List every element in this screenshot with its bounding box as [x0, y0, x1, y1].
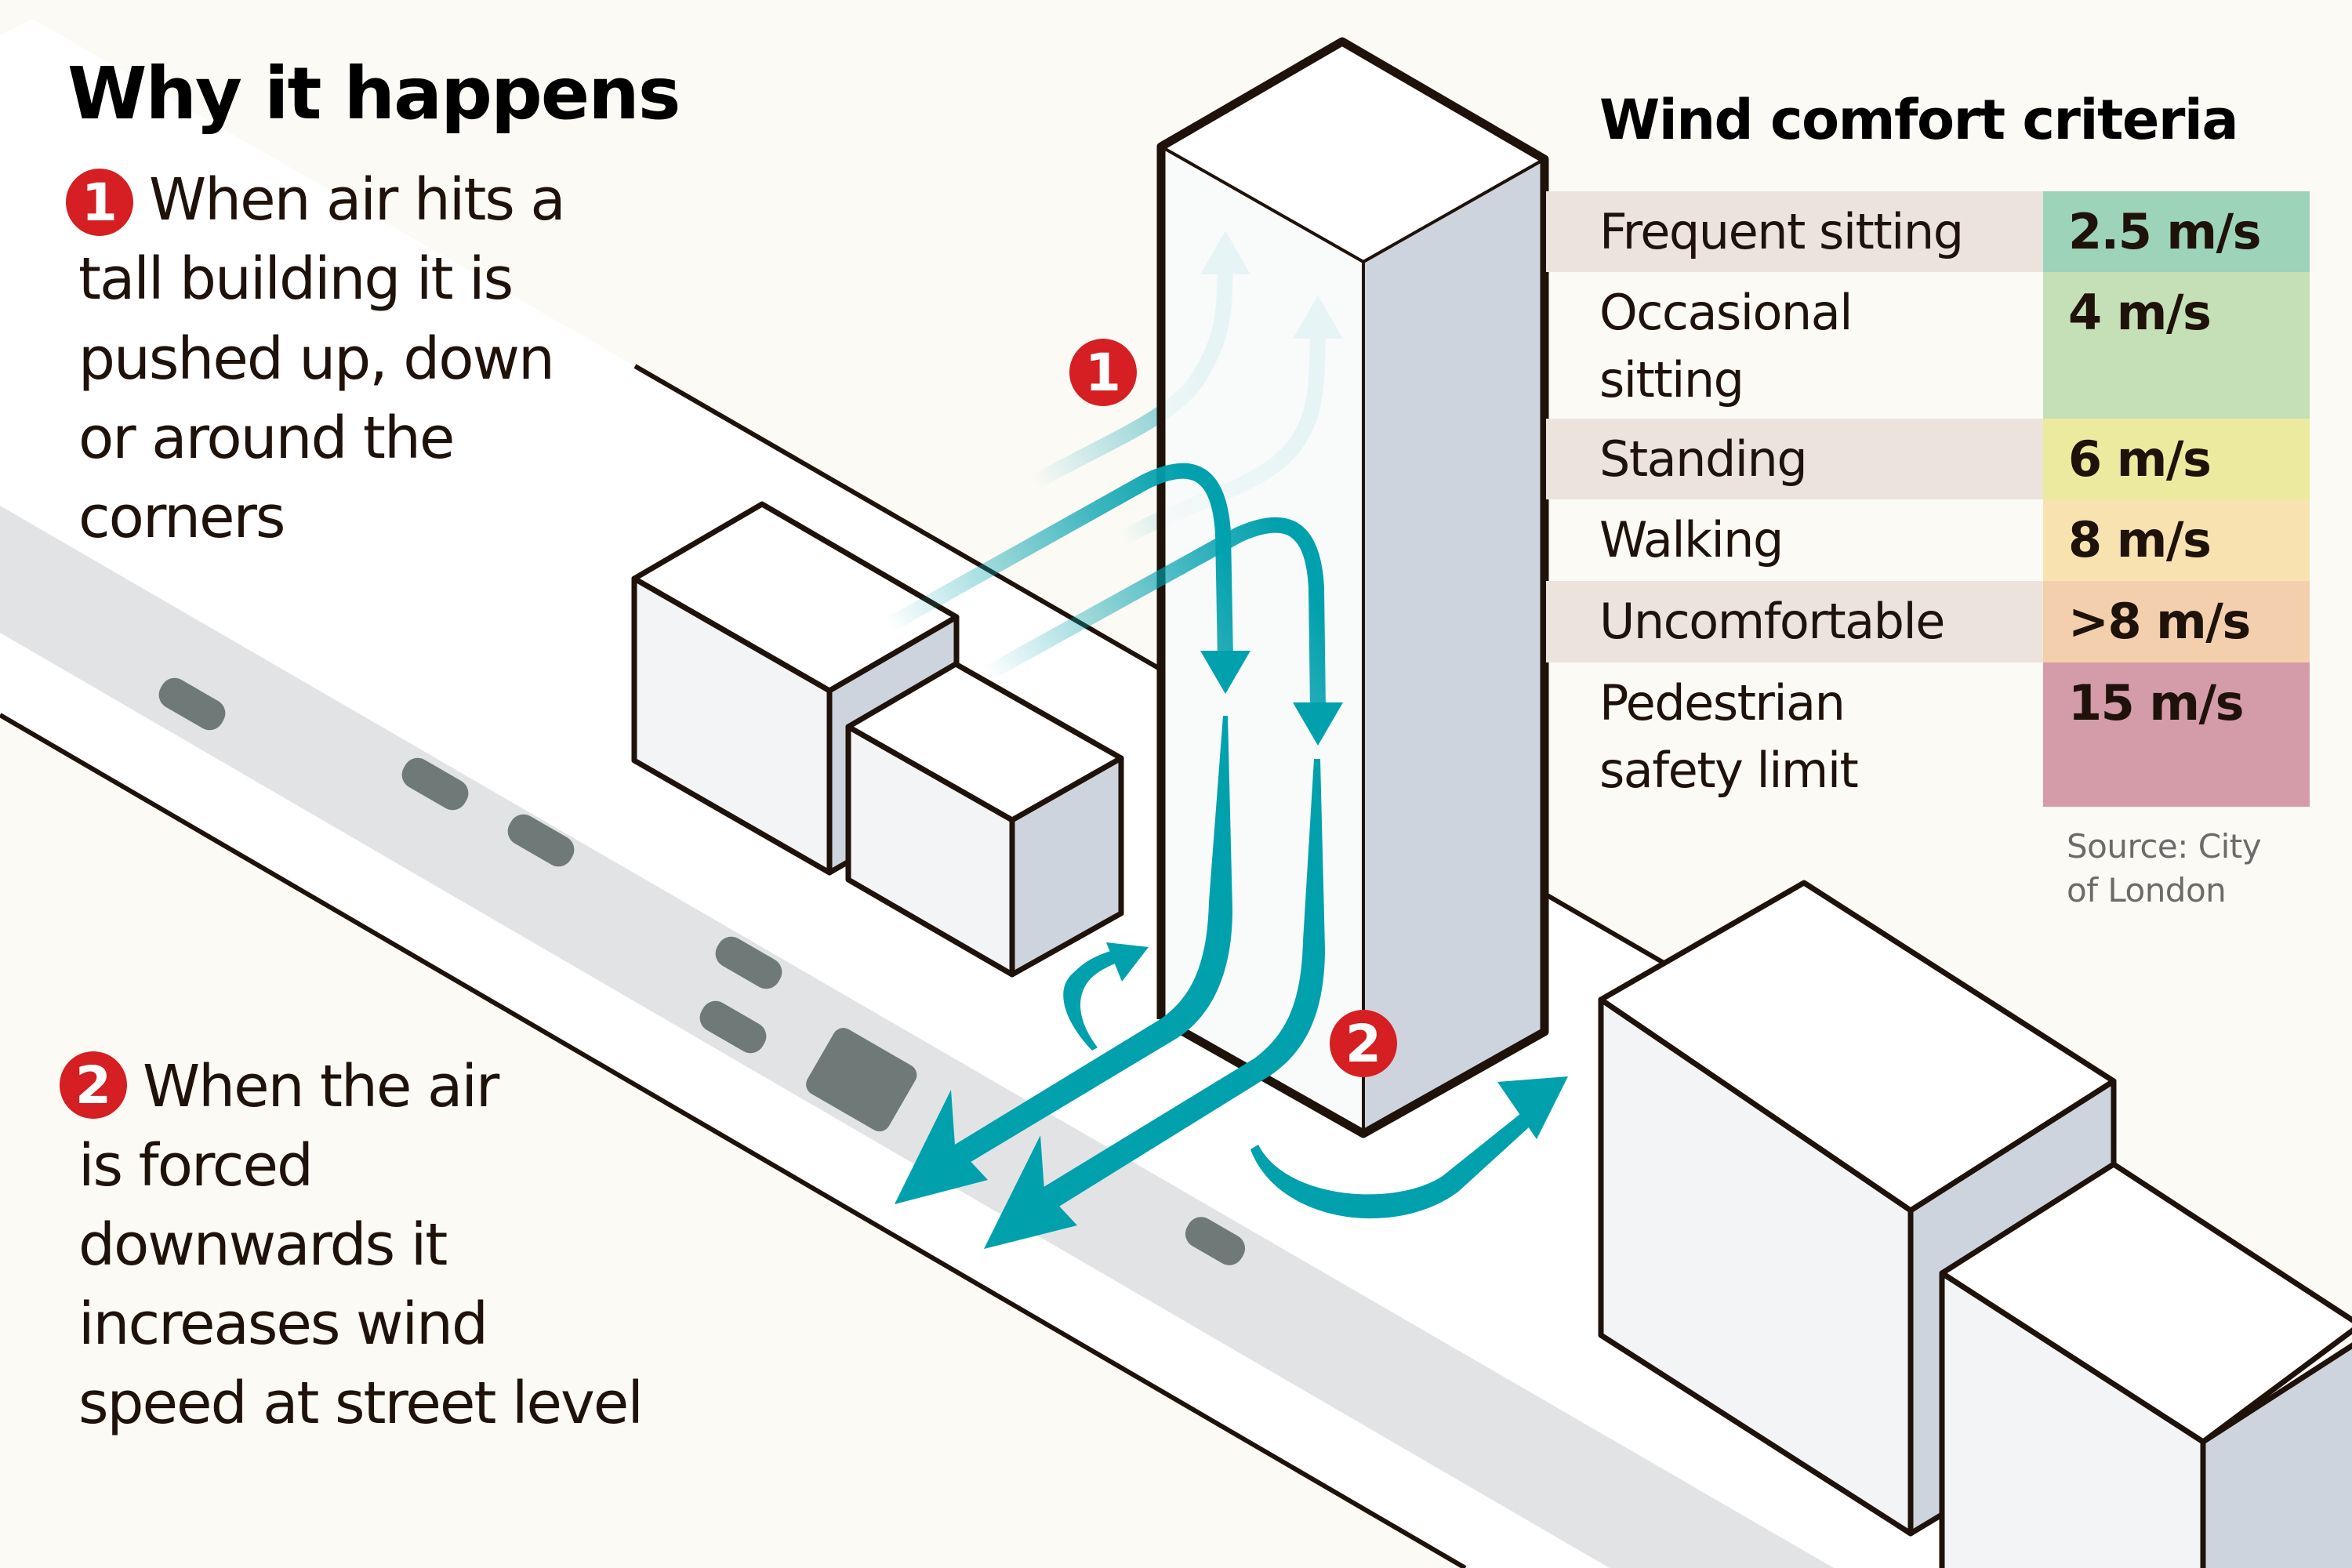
wind-down-arrow-1	[884, 463, 1233, 659]
criteria-value: 4 m/s	[2043, 272, 2310, 419]
wind-corner-arrow-head	[1497, 1076, 1568, 1139]
point-2-line: When the air	[143, 1053, 499, 1120]
wind-street-arrow-2	[1023, 759, 1325, 1221]
point-1-line: When air hits a	[149, 166, 566, 234]
criteria-value: 2.5 m/s	[2043, 191, 2310, 272]
criteria-label: Standing	[1546, 419, 2043, 499]
car-icon	[699, 1000, 767, 1054]
wind-down-arrows	[884, 463, 1343, 746]
diagram-badge-2: 2	[1330, 1010, 1397, 1077]
diagram-badge-1: 1	[1069, 339, 1137, 406]
car-icon	[715, 936, 782, 989]
point-2-badge: 2	[60, 1051, 127, 1119]
car-icon	[1185, 1217, 1246, 1265]
wind-down-arrow-1-head	[1200, 651, 1250, 694]
section-title: Why it happens	[67, 52, 681, 136]
point-2-line: increases wind	[78, 1290, 488, 1358]
criteria-row-walking: Walking 8 m/s	[1546, 499, 2310, 581]
criteria-value: 6 m/s	[2043, 419, 2310, 499]
source-line: of London	[2067, 871, 2227, 909]
wind-eddy-arrow	[1063, 950, 1117, 1051]
criteria-label: Occasional sitting	[1546, 272, 2043, 419]
wind-street-arrow-1	[929, 716, 1232, 1180]
point-2-line: downwards it	[78, 1211, 448, 1279]
criteria-row-standing: Standing 6 m/s	[1546, 419, 2310, 499]
criteria-label-line: Pedestrian	[1599, 674, 1846, 731]
wind-eddy-arrow-head	[1106, 942, 1149, 982]
point-1-line: tall building it is	[78, 245, 514, 313]
criteria-label-line: Occasional	[1599, 284, 1853, 341]
criteria-label-line: safety limit	[1599, 742, 1859, 799]
point-1-line: corners	[78, 484, 285, 551]
criteria-value: 8 m/s	[2043, 499, 2310, 581]
criteria-label-line: sitting	[1599, 351, 1744, 408]
tower-side-face	[1362, 158, 1546, 1135]
criteria-label: Walking	[1599, 511, 1784, 568]
low-building-d	[1939, 1161, 2352, 1568]
wind-street-arrow-2-head	[984, 1135, 1077, 1249]
criteria-label: Uncomfortable	[1546, 581, 2043, 662]
source-line: Source: City	[2067, 827, 2262, 866]
wind-street-arrow-1-head	[895, 1090, 988, 1204]
wind-down-arrow-2	[982, 517, 1326, 710]
criteria-value: 15 m/s	[2043, 662, 2310, 807]
criteria-value: >8 m/s	[2043, 581, 2310, 662]
car-icon	[507, 814, 575, 867]
source-note: Source: City of London	[2067, 825, 2262, 913]
criteria-row-pedestrian-safety-limit: Pedestrian safety limit 15 m/s	[1546, 662, 2310, 807]
low-building-b	[845, 661, 1124, 978]
criteria-title: Wind comfort criteria	[1599, 88, 2239, 152]
point-1-badge: 1	[66, 169, 133, 236]
criteria-label: Frequent sitting	[1546, 191, 2043, 272]
criteria-row-occasional-sitting: Occasional sitting 4 m/s	[1546, 272, 2310, 419]
point-2-line: speed at street level	[78, 1370, 644, 1437]
van-icon	[806, 1028, 917, 1132]
curb-line	[0, 713, 1467, 1568]
criteria-label: Pedestrian safety limit	[1546, 662, 2043, 807]
wind-street-arrows	[895, 716, 1568, 1249]
car-icon	[158, 677, 226, 731]
point-1-line: pushed up, down	[78, 325, 555, 393]
road	[0, 506, 1834, 1568]
car-icon	[401, 757, 469, 811]
criteria-row-uncomfortable: Uncomfortable >8 m/s	[1546, 581, 2310, 662]
vehicles	[158, 677, 1246, 1265]
wind-corner-arrow	[1250, 1113, 1529, 1219]
wind-down-arrow-2-head	[1293, 702, 1343, 746]
point-1-line: or around the	[78, 405, 455, 472]
criteria-table: Frequent sitting 2.5 m/s Occasional sitt…	[1546, 191, 2310, 807]
point-2-line: is forced	[78, 1132, 314, 1200]
criteria-row-frequent-sitting: Frequent sitting 2.5 m/s	[1546, 191, 2310, 272]
